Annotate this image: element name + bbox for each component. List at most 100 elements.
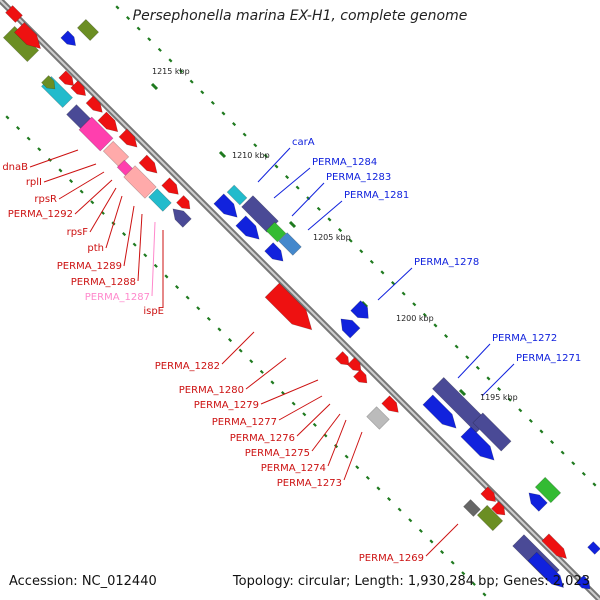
leader-line [74, 179, 113, 215]
gene-dark-grey-shape [463, 499, 481, 517]
upper-tick [338, 228, 343, 233]
gene-label: pth [87, 243, 104, 254]
gene-red-shape [85, 95, 103, 113]
leader-line [137, 213, 143, 282]
leader-line [278, 395, 323, 421]
leader-line [481, 363, 515, 397]
gene-light-pink-shape [123, 165, 157, 199]
gene-red-shape [381, 395, 399, 413]
major-tick [458, 388, 467, 397]
gene-label: PERMA_1278 [414, 257, 479, 268]
scale-label: 1210 kbp [232, 151, 270, 160]
major-tick [288, 220, 297, 229]
leader-line [457, 343, 491, 379]
lower-tick [5, 115, 10, 120]
lower-tick [16, 126, 21, 131]
upper-tick [136, 26, 141, 31]
upper-tick [380, 270, 385, 275]
lower-tick [408, 518, 413, 523]
gene-label: PERMA_1283 [326, 172, 391, 183]
upper-tick [486, 376, 491, 381]
upper-tick [454, 344, 459, 349]
accession-text: Accession: NC_012440 [9, 574, 157, 589]
major-tick [360, 300, 369, 309]
gene-blue [264, 242, 284, 262]
gene-label: PERMA_1274 [261, 463, 326, 474]
lower-tick [365, 475, 370, 480]
gene-labels: carAPERMA_1284PERMA_1283PERMA_1281PERMA_… [2, 137, 581, 564]
gene-olive [476, 504, 504, 532]
gene-blue [587, 541, 600, 555]
upper-tick [316, 206, 321, 211]
upper-tick [200, 90, 205, 95]
gene-olive [76, 18, 100, 42]
lower-tick [196, 306, 201, 311]
lower-tick [302, 412, 307, 417]
lower-tick [355, 465, 360, 470]
lower-tick [259, 369, 264, 374]
gene-red-shape [97, 111, 119, 133]
gene-blue-shape [235, 215, 260, 240]
gene-blue-shape [576, 575, 591, 590]
lower-tick [429, 539, 434, 544]
upper-tick [232, 122, 237, 127]
gene-label: PERMA_1269 [359, 553, 424, 564]
gene-olive-shape [41, 75, 56, 90]
gene-olive-shape [76, 18, 100, 42]
gene-red [541, 533, 568, 560]
gene-red-shape [335, 351, 350, 366]
lower-tick [376, 486, 381, 491]
gene-blue [576, 575, 591, 590]
lower-tick [58, 168, 63, 173]
leader-line [260, 379, 319, 405]
upper-tick [391, 281, 396, 286]
upper-tick [274, 164, 279, 169]
lower-tick [450, 560, 455, 565]
gene-label: dnaB [2, 162, 28, 173]
upper-tick [444, 334, 449, 339]
leader-line [89, 187, 117, 233]
gene-red [85, 95, 103, 113]
gene-blue-shape [587, 541, 600, 555]
upper-tick [157, 47, 162, 52]
gene-blue [213, 193, 238, 218]
gene-red-shape [347, 357, 362, 372]
lower-tick [69, 179, 74, 184]
gene-pink [78, 116, 114, 152]
lower-tick [164, 274, 169, 279]
scale-label: 1200 kbp [396, 314, 434, 323]
gene-label: PERMA_1273 [277, 478, 342, 489]
leader-line [311, 413, 341, 452]
gene-red [264, 282, 313, 331]
upper-tick [285, 175, 290, 180]
gene-label: ispE [143, 306, 164, 317]
upper-tick [348, 238, 353, 243]
leader-line [343, 431, 363, 481]
gene-features [2, 5, 600, 590]
leader-line [58, 171, 105, 200]
gene-olive [41, 75, 56, 90]
gene-red [335, 351, 350, 366]
leader-line [257, 147, 291, 183]
gene-red [97, 111, 119, 133]
gene-label: PERMA_1292 [8, 209, 73, 220]
gene-dark-grey [463, 499, 481, 517]
gene-red-shape [58, 70, 75, 87]
gene-blue [460, 426, 495, 461]
gene-olive-shape [476, 504, 504, 532]
lower-tick [344, 454, 349, 459]
gene-blue-shape [528, 492, 548, 512]
upper-tick [242, 132, 247, 137]
lower-tick [26, 136, 31, 141]
scale-label: 1215 kbp [152, 67, 190, 76]
gene-blue-shape [60, 30, 77, 47]
leader-line [296, 403, 331, 437]
gene-green [534, 476, 562, 504]
leader-line [327, 419, 347, 467]
lower-tick [217, 327, 222, 332]
lower-tick [461, 571, 466, 576]
gene-red-shape [480, 486, 497, 503]
gene-grey [366, 406, 390, 430]
leader-line [105, 195, 123, 249]
lower-tick [153, 263, 158, 268]
